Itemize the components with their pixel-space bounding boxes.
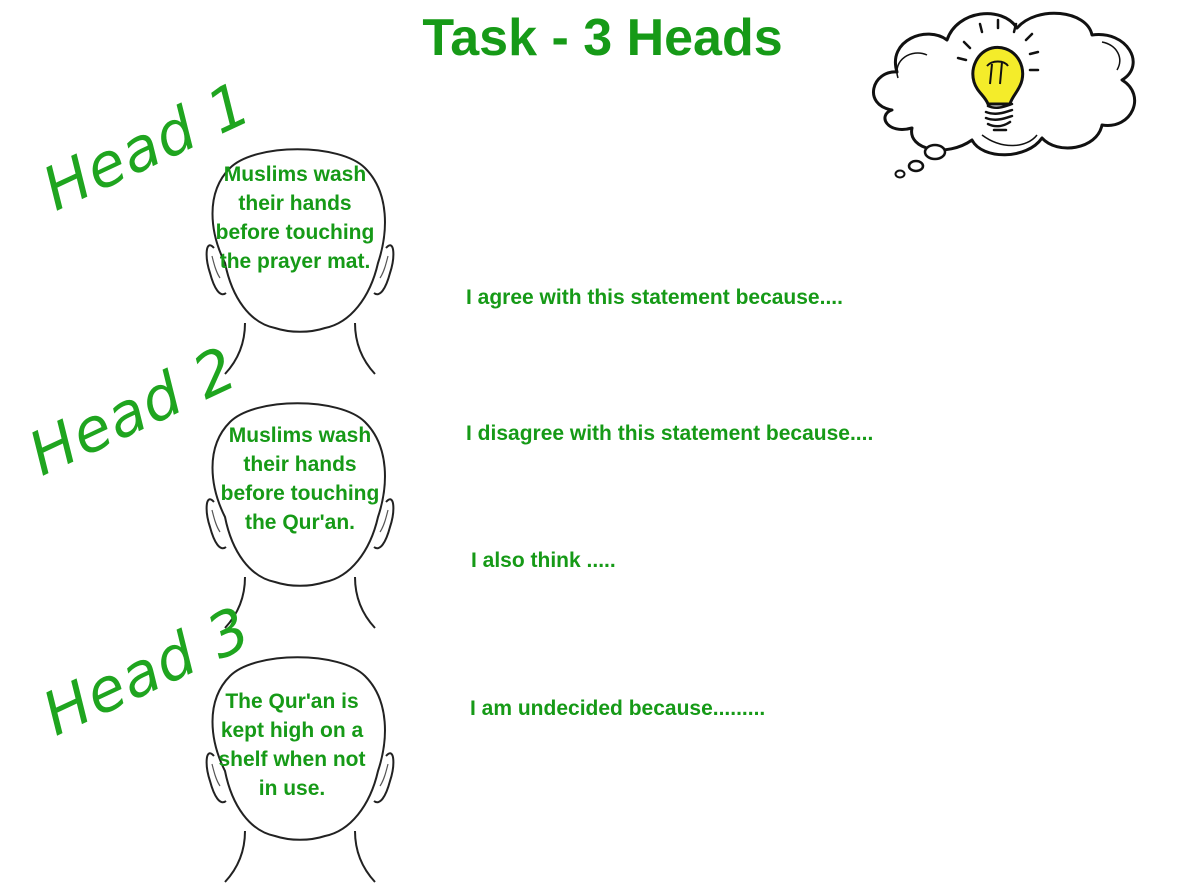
head-3-statement: The Qur'an is kept high on a shelf when … [218,690,366,800]
prompt-also-think: I also think ..... [471,549,616,572]
head-2-outline-icon [205,402,395,629]
page-title: Task - 3 Heads [422,9,783,67]
head-2-statement: Muslims wash their hands before touching… [220,424,380,534]
prompt-agree: I agree with this statement because.... [466,286,843,309]
head-1-statement: Muslims wash their hands before touching… [215,163,375,273]
head-1-outline-icon [205,148,395,375]
prompt-disagree: I disagree with this statement because..… [466,422,874,445]
prompt-undecided: I am undecided because......... [470,697,766,720]
thought-bubble-lightbulb-icon [872,11,1136,179]
head-3-outline-icon [205,656,395,883]
